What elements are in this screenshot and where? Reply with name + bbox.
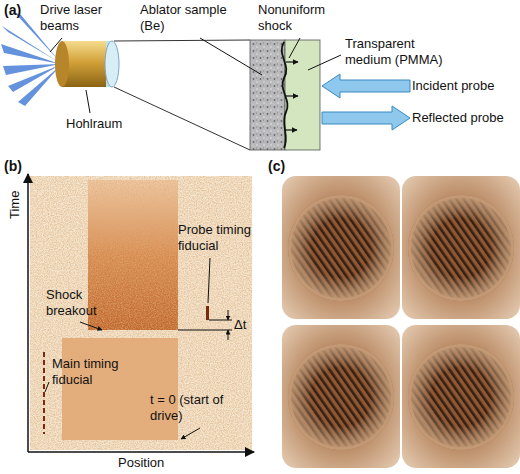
label: Position xyxy=(118,455,188,471)
label: (a) xyxy=(4,2,34,19)
label: Probe timing fiducial xyxy=(178,222,258,253)
label: Time xyxy=(7,190,23,220)
label: Reflected probe xyxy=(412,110,516,126)
label: Ablator sample (Be) xyxy=(140,2,230,33)
label: (c) xyxy=(268,158,298,175)
label: Shock breakout xyxy=(46,287,106,318)
label: Drive laser beams xyxy=(40,2,120,33)
label: Hohlraum xyxy=(66,116,136,132)
label: t = 0 (start of drive) xyxy=(150,392,250,423)
label: Main timing fiducial xyxy=(52,356,134,387)
label: Transparent medium (PMMA) xyxy=(345,36,457,67)
label: Incident probe xyxy=(412,78,516,94)
label: Δt xyxy=(234,317,258,333)
label: Nonuniform shock xyxy=(258,2,338,33)
label: (b) xyxy=(4,158,34,175)
